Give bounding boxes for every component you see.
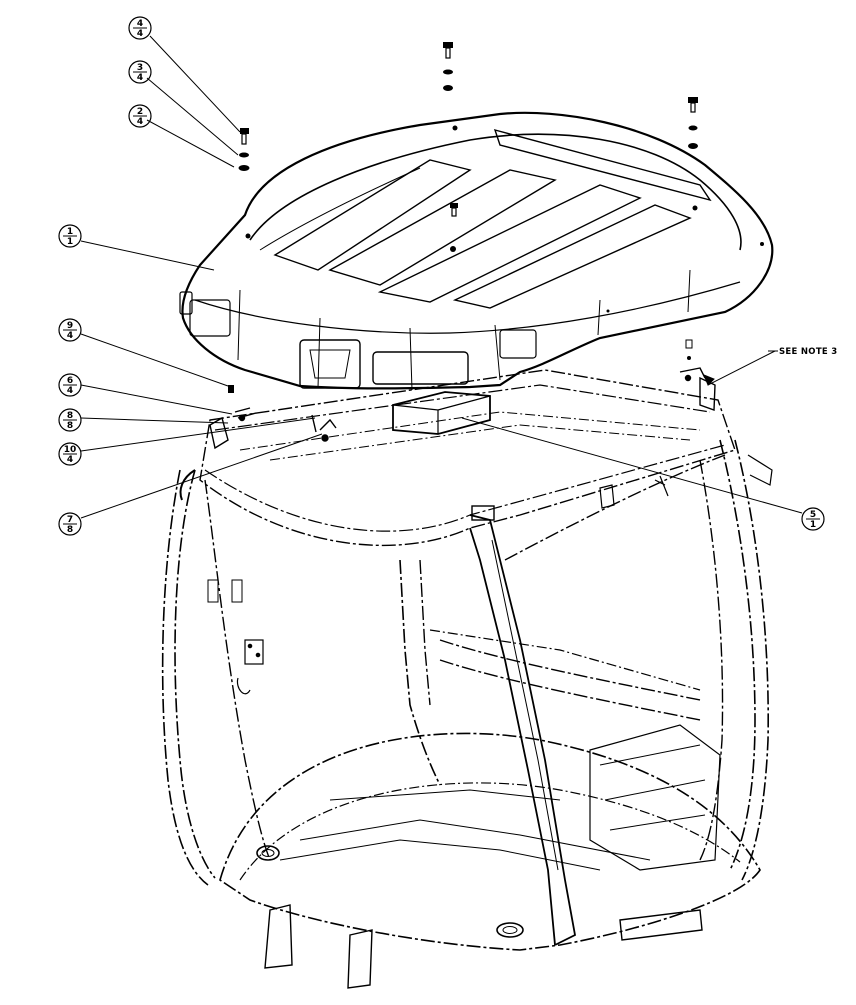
callout-bottom: 4 <box>67 331 73 341</box>
callout-top: 2 <box>137 107 143 117</box>
callout-bottom: 8 <box>67 421 73 431</box>
callout-7-8: 7 8 <box>58 512 82 536</box>
callout-bottom: 4 <box>67 386 73 396</box>
callout-top: 8 <box>67 411 73 421</box>
callout-bottom: 8 <box>67 525 73 535</box>
callout-top: 5 <box>810 510 816 520</box>
callout-bottom: 4 <box>137 29 143 39</box>
callout-8-8: 8 8 <box>58 408 82 432</box>
callout-top: 7 <box>67 515 73 525</box>
roof-panel <box>179 111 774 391</box>
callout-2-4: 2 4 <box>128 104 152 128</box>
callout-top: 4 <box>137 19 143 29</box>
callout-bottom: 1 <box>810 520 816 530</box>
callout-top: 6 <box>67 376 73 386</box>
see-note-label: SEE NOTE 3 <box>779 347 838 357</box>
callout-9-4: 9 4 <box>58 318 82 342</box>
callout-bottom: 1 <box>67 237 73 247</box>
callout-4-4: 4 4 <box>128 16 152 40</box>
cab-frame <box>161 369 773 989</box>
callout-6-4: 6 4 <box>58 373 82 397</box>
callout-bottom: 4 <box>67 455 73 465</box>
callout-bottom: 4 <box>137 73 143 83</box>
bolt-washer-stacks <box>228 42 698 393</box>
frame-hardware <box>234 367 706 442</box>
callout-top: 1 <box>67 227 73 237</box>
callout-5-1: 5 1 <box>801 507 825 531</box>
callout-top: 9 <box>67 321 73 331</box>
callout-1-1: 1 1 <box>58 224 82 248</box>
callout-top: 10 <box>64 445 77 455</box>
callout-bottom: 4 <box>137 117 143 127</box>
callout-top: 3 <box>137 63 143 73</box>
callout-10-4: 10 4 <box>58 442 82 466</box>
leader-lines <box>80 35 803 519</box>
callout-3-4: 3 4 <box>128 60 152 84</box>
roof-pad <box>392 391 491 435</box>
